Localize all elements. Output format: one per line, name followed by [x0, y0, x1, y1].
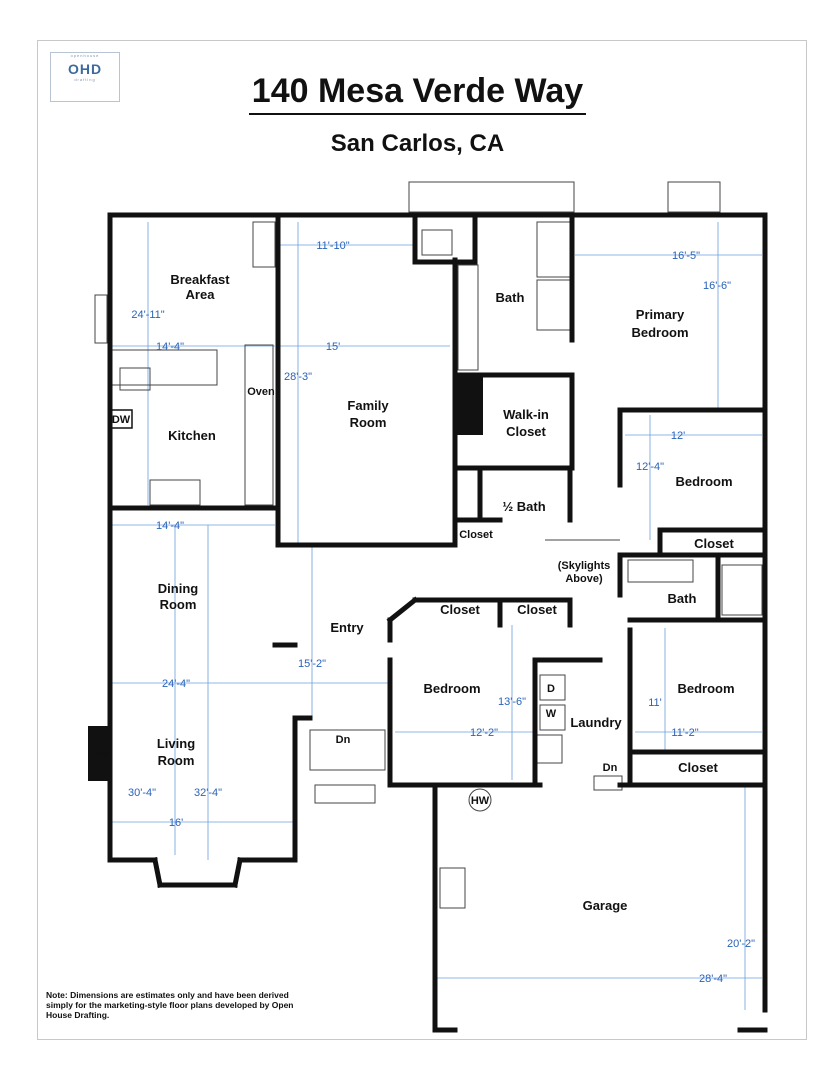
dim-breakfast-depth: 24'-11": [131, 309, 164, 321]
dim-bedroom-c-width: 12'-2": [470, 727, 498, 739]
fireplace-block: [88, 726, 110, 781]
label-skylights: (Skylights: [558, 560, 611, 572]
dim-primary-width: 16'-5": [672, 250, 700, 262]
dim-family-north: 11'-10": [316, 240, 349, 252]
page-frame: [37, 40, 807, 1040]
logo-top-text: openhouse: [70, 53, 100, 58]
label-family: Family: [347, 398, 389, 413]
label-stairs-down-1: Dn: [336, 734, 351, 746]
logo-bottom-text: drafting: [74, 77, 96, 82]
dim-entry-depth: 15'-2": [298, 658, 326, 670]
dimension-labels: 24'-11" 14'-4" 11'-10" 15' 28'-3" 16'-5"…: [128, 240, 755, 985]
dim-bedroom-ne-depth: 12'-4": [636, 461, 664, 473]
dim-garage-depth: 20'-2": [727, 938, 755, 950]
dim-primary-depth: 16'-6": [703, 280, 731, 292]
dim-bedroom-c-depth: 13'-6": [498, 696, 526, 708]
dim-family-depth: 28'-3": [284, 371, 312, 383]
label-bedroom-center: Bedroom: [423, 681, 480, 696]
label-closet-half: Closet: [459, 529, 493, 541]
label-primary-bedroom: Bedroom: [631, 325, 688, 340]
label-skylights-above: Above): [565, 573, 603, 585]
address-title: 140 Mesa Verde Way: [248, 72, 587, 115]
label-breakfast: Breakfast: [170, 272, 230, 287]
label-walkin: Walk-in: [503, 407, 549, 422]
label-dishwasher: DW: [112, 414, 131, 426]
dim-bedroom-ne-width: 12': [671, 430, 685, 442]
dim-bedroom-se-width: 11'-2": [671, 727, 698, 739]
dimension-lines: [112, 222, 762, 1010]
label-bath-east: Bath: [668, 591, 697, 606]
label-closet-ne: Closet: [694, 536, 734, 551]
label-oven: Oven: [247, 386, 275, 398]
dim-family-width: 15': [326, 341, 340, 353]
label-entry: Entry: [330, 620, 364, 635]
dim-kitchen-width: 14'-4": [156, 341, 184, 353]
room-labels: Breakfast Area Kitchen Oven DW Family Ro…: [97, 272, 735, 913]
label-closet-center-1: Closet: [440, 602, 480, 617]
company-logo: openhouse OHD drafting: [50, 52, 120, 102]
label-dryer: D: [547, 683, 555, 695]
label-bedroom-se: Bedroom: [677, 681, 734, 696]
label-living: Living: [157, 736, 195, 751]
logo-mark: OHD: [67, 61, 103, 77]
label-half-bath: ½ Bath: [502, 499, 545, 514]
page-subtitle: San Carlos, CA: [330, 130, 505, 157]
label-closet-center-2: Closet: [517, 602, 557, 617]
label-washer: W: [546, 708, 557, 720]
label-closet-se: Closet: [678, 760, 718, 775]
dim-living-depth-1: 30'-4": [128, 787, 156, 799]
dim-bedroom-se-depth: 11': [648, 697, 662, 709]
label-garage: Garage: [583, 898, 628, 913]
dim-garage-width: 28'-4": [699, 973, 727, 985]
label-primary: Primary: [636, 307, 685, 322]
label-dining-room: Room: [160, 597, 197, 612]
label-walkin-closet: Closet: [506, 424, 546, 439]
label-fireplace: FP: [97, 748, 111, 760]
fireplace-insert: [455, 375, 483, 435]
label-bath-primary: Bath: [496, 290, 525, 305]
dim-dining-width: 14'-4": [156, 520, 184, 532]
label-living-room: Room: [158, 753, 195, 768]
label-kitchen: Kitchen: [168, 428, 216, 443]
dim-dining-living-width: 24'-4": [162, 678, 190, 690]
label-stairs-down-2: Dn: [603, 762, 618, 774]
dim-living-width: 16': [169, 817, 183, 829]
label-bedroom-ne: Bedroom: [675, 474, 732, 489]
label-water-heater: HW: [471, 795, 490, 807]
label-dining: Dining: [158, 581, 198, 596]
dim-living-depth-2: 32'-4": [194, 787, 222, 799]
walls: [107, 212, 768, 1033]
label-breakfast-area: Area: [186, 287, 216, 302]
interior-fixtures: [94, 181, 763, 909]
label-family-room: Room: [350, 415, 387, 430]
label-laundry: Laundry: [570, 715, 622, 730]
disclaimer-note: Note: Dimensions are estimates only and …: [46, 990, 294, 1020]
page-title: 140 Mesa Verde Way: [0, 72, 835, 115]
